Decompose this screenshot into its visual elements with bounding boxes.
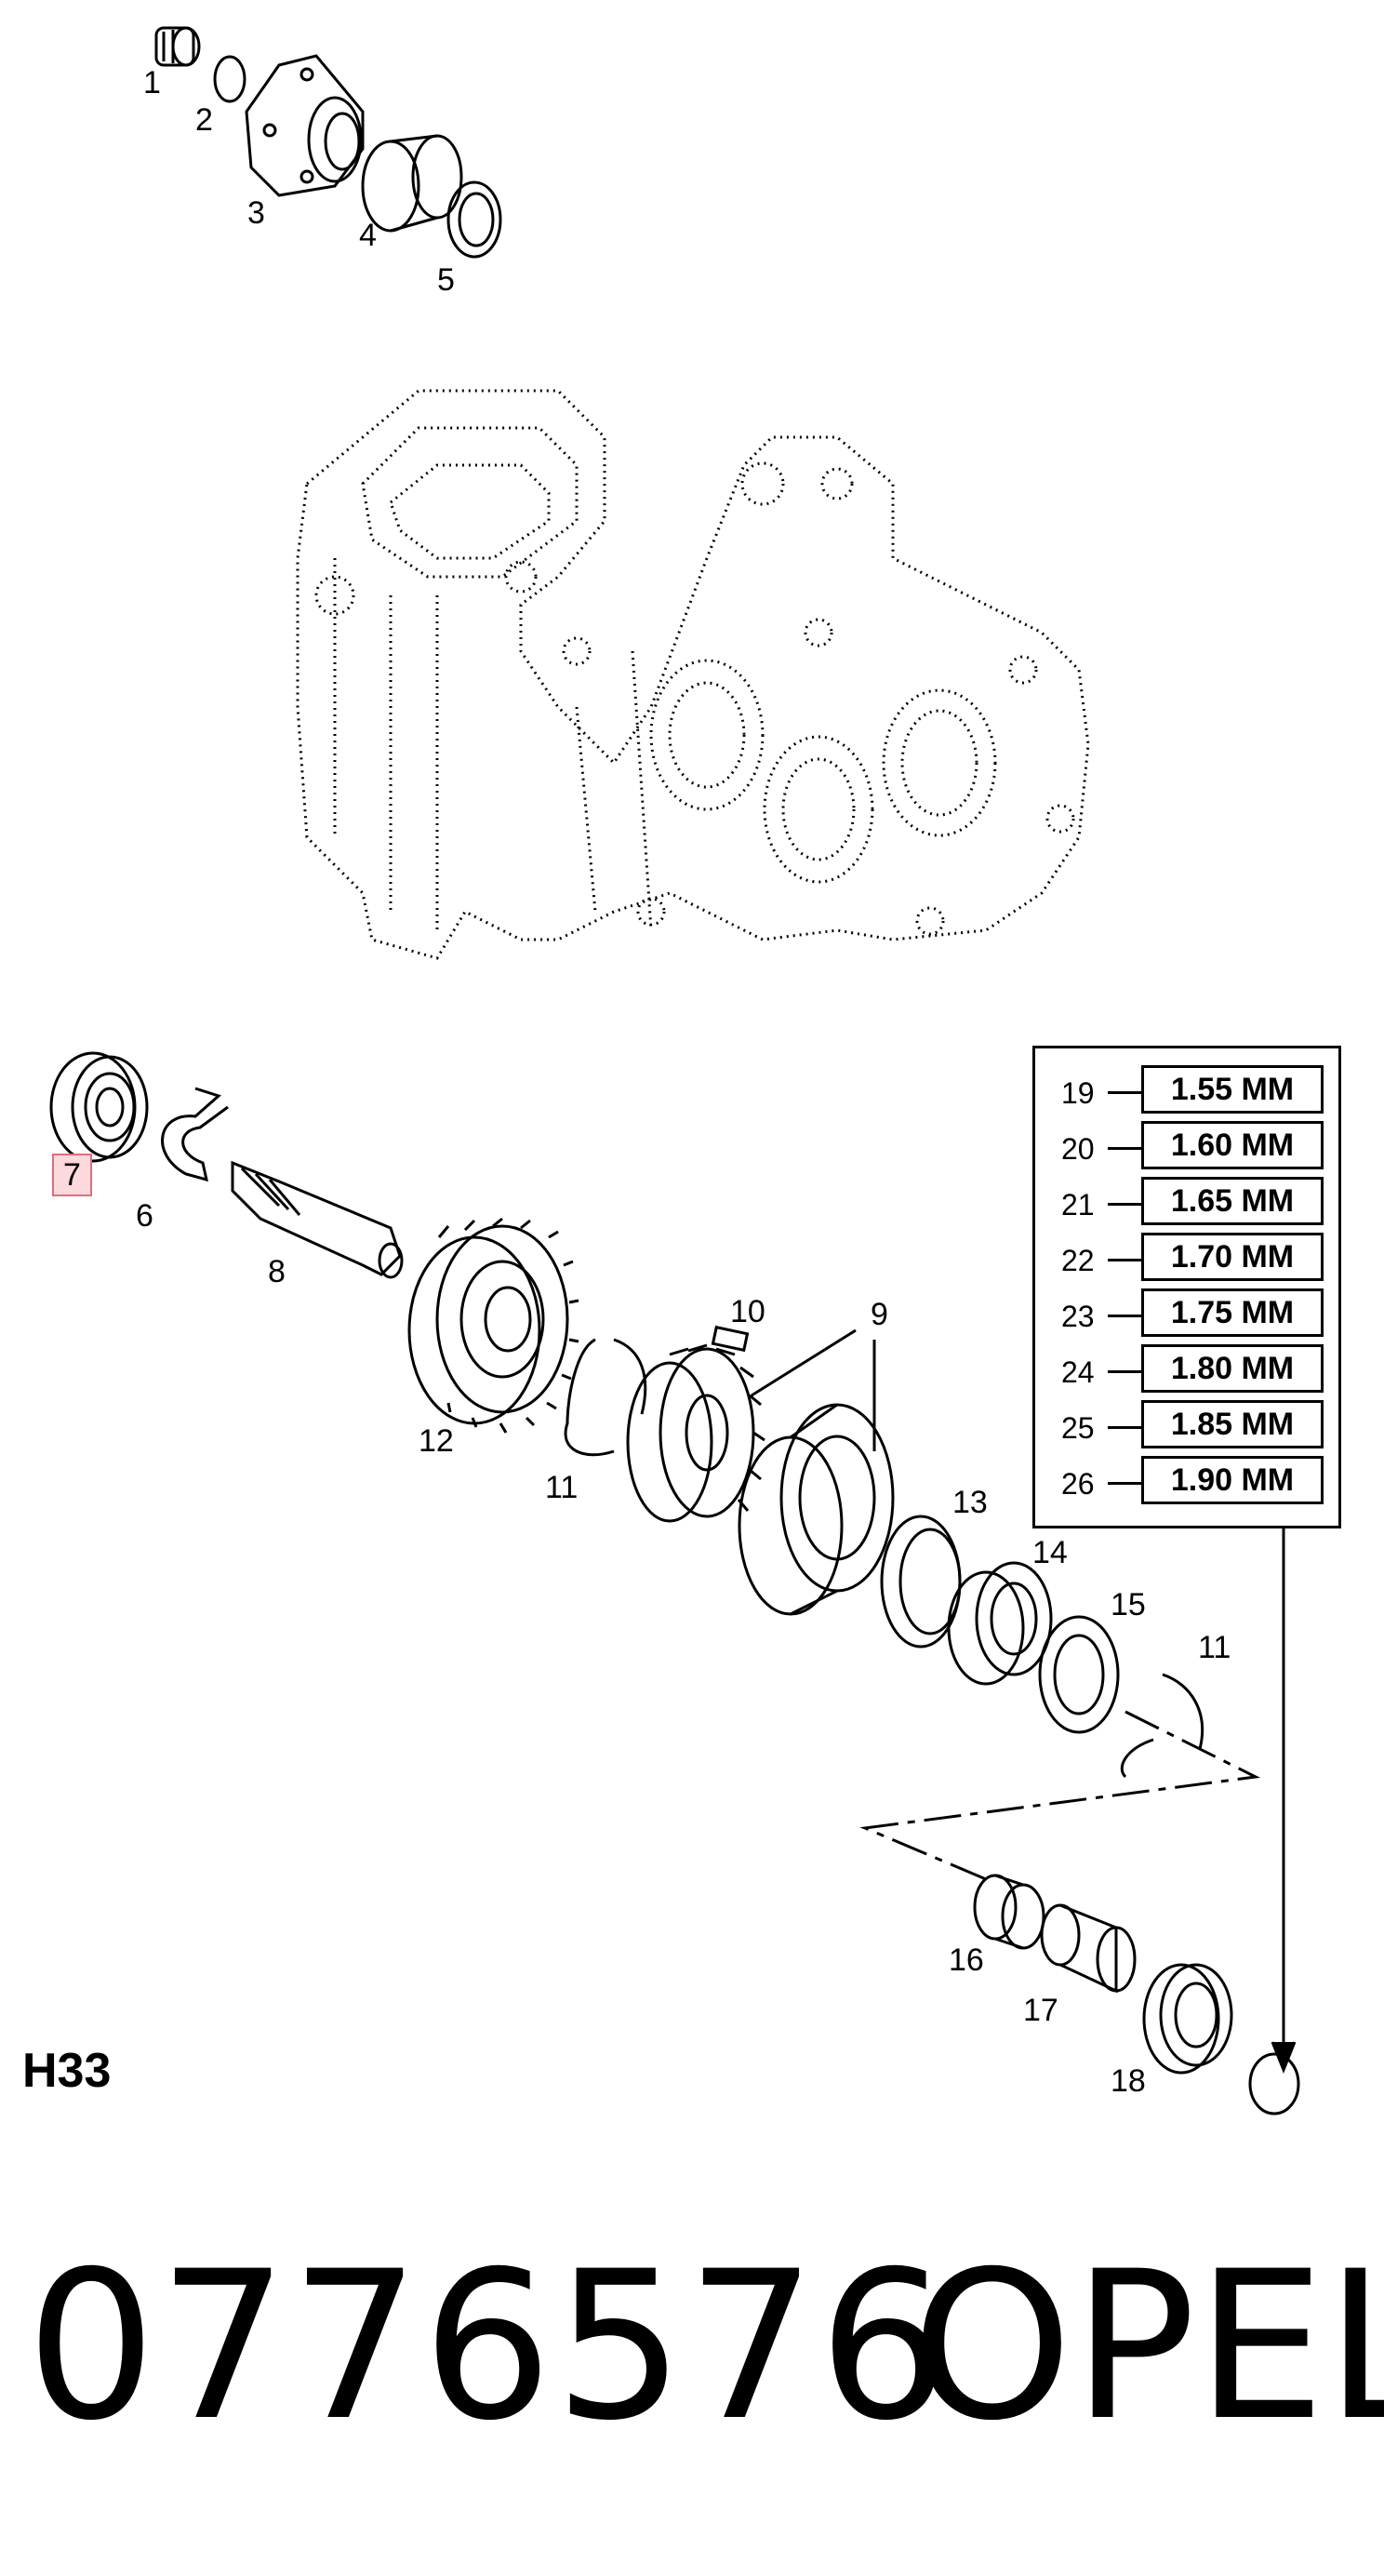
- shim-row: 22 1.70 MM: [1035, 1233, 1338, 1281]
- part-12-gear: [407, 1217, 579, 1434]
- callout-2: 2: [195, 102, 213, 138]
- callout-18: 18: [1111, 2063, 1146, 2099]
- part-number: 0776576: [26, 2227, 951, 2465]
- part-16-needle-bearing: [973, 1874, 1045, 1950]
- shim-size-table: 19 1.55 MM 20 1.60 MM 21 1.65 MM 22 1.70 MM 23 1.…: [1032, 1046, 1341, 1528]
- part-6-clip: [161, 1087, 229, 1182]
- part-10-key: [711, 1325, 750, 1353]
- part-shim-circlip: [1248, 2052, 1300, 2116]
- callout-4: 4: [359, 218, 377, 253]
- shim-number: 22: [1061, 1244, 1095, 1277]
- shim-leader: [1108, 1370, 1141, 1373]
- part-17-bushing: [1040, 1903, 1137, 1994]
- part-9-gear: [626, 1343, 765, 1523]
- shim-leader: [1108, 1259, 1141, 1261]
- shim-row: 20 1.60 MM: [1035, 1121, 1338, 1169]
- brand-name: OPEL: [912, 2227, 1384, 2465]
- part-5-ring: [446, 180, 502, 259]
- part-13-synchro-ring: [880, 1515, 962, 1648]
- shim-row: 26 1.90 MM: [1035, 1456, 1338, 1504]
- part-18-bearing: [1142, 1963, 1233, 2075]
- shim-number: 21: [1061, 1188, 1095, 1221]
- callout-16: 16: [949, 1942, 984, 1978]
- shim-size: 1.55 MM: [1141, 1065, 1324, 1114]
- shim-size: 1.65 MM: [1141, 1177, 1324, 1225]
- shim-number: 20: [1061, 1132, 1095, 1166]
- shim-size: 1.90 MM: [1141, 1456, 1324, 1504]
- shim-size: 1.60 MM: [1141, 1121, 1324, 1169]
- part-3-flange: [245, 54, 365, 197]
- shim-size: 1.70 MM: [1141, 1233, 1324, 1281]
- callout-1: 1: [143, 65, 161, 100]
- callout-7[interactable]: 7: [52, 1154, 92, 1196]
- shim-number: 23: [1061, 1300, 1095, 1333]
- shim-number: 19: [1061, 1076, 1095, 1110]
- part-14-nut: [947, 1561, 1053, 1686]
- callout-12: 12: [419, 1423, 454, 1459]
- shim-row: 21 1.65 MM: [1035, 1177, 1338, 1225]
- shim-number: 24: [1061, 1355, 1095, 1389]
- callout-11-b: 11: [1198, 1630, 1231, 1665]
- shim-row: 25 1.85 MM: [1035, 1400, 1338, 1448]
- model-code: H33: [22, 2044, 112, 2098]
- callout-10: 10: [730, 1294, 765, 1329]
- shim-leader: [1108, 1482, 1141, 1485]
- callout-14: 14: [1032, 1535, 1068, 1570]
- callout-13: 13: [952, 1485, 988, 1520]
- part-2-o-ring: [213, 55, 246, 103]
- shim-leader: [1108, 1091, 1141, 1094]
- shim-number: 25: [1061, 1411, 1095, 1445]
- part-1-plug: [154, 26, 201, 67]
- gearbox-housing: [296, 389, 1090, 960]
- part-8-shaft: [231, 1160, 404, 1279]
- shim-row: 19 1.55 MM: [1035, 1065, 1338, 1114]
- callout-8: 8: [268, 1254, 286, 1289]
- part-11-snap-ring-1: [564, 1338, 647, 1457]
- part-7-bearing: [49, 1051, 149, 1163]
- shim-leader: [1108, 1315, 1141, 1317]
- part-11-snap-ring-2: [1120, 1673, 1204, 1779]
- shim-size: 1.75 MM: [1141, 1288, 1324, 1337]
- callout-9: 9: [871, 1297, 888, 1332]
- callout-6: 6: [136, 1198, 153, 1234]
- shim-row: 24 1.80 MM: [1035, 1344, 1338, 1393]
- callout-5: 5: [437, 262, 455, 298]
- shim-size: 1.80 MM: [1141, 1344, 1324, 1393]
- callout-15: 15: [1111, 1587, 1146, 1622]
- callout-3: 3: [247, 195, 265, 231]
- assembly-leader: [859, 1710, 1261, 1881]
- part-9-sync-sleeve: [738, 1403, 895, 1616]
- shim-leader: [1108, 1203, 1141, 1206]
- callout-17: 17: [1023, 1993, 1058, 2028]
- shim-leader: [1108, 1426, 1141, 1429]
- shim-size: 1.85 MM: [1141, 1400, 1324, 1448]
- shim-row: 23 1.75 MM: [1035, 1288, 1338, 1337]
- part-15-washer: [1038, 1615, 1120, 1734]
- callout-11-a: 11: [545, 1470, 579, 1505]
- shim-leader: [1108, 1147, 1141, 1150]
- shim-number: 26: [1061, 1467, 1095, 1501]
- part-4-seal: [361, 134, 463, 233]
